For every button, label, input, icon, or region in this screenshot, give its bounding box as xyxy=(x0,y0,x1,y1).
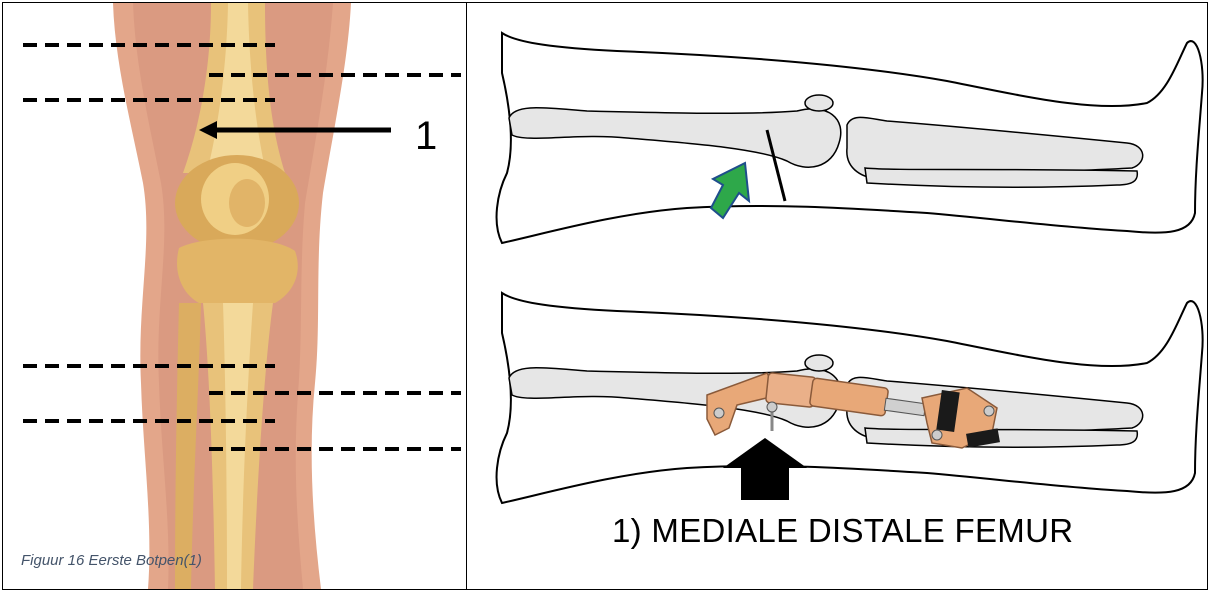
green-arrow xyxy=(711,163,749,218)
knee-anatomy-illustration xyxy=(3,3,466,589)
bones-top xyxy=(509,95,1143,187)
left-cell: 1 Figuur 16 Eerste Botpen(1) xyxy=(3,3,466,589)
black-arrow xyxy=(723,438,807,500)
drawing-caption: 1) MEDIALE DISTALE FEMUR xyxy=(612,512,1073,550)
figure-caption: Figuur 16 Eerste Botpen(1) xyxy=(21,552,202,569)
right-cell: 1) MEDIALE DISTALE FEMUR xyxy=(467,3,1207,589)
leg-schematic-drawings xyxy=(467,3,1207,589)
callout-number: 1 xyxy=(415,114,437,159)
